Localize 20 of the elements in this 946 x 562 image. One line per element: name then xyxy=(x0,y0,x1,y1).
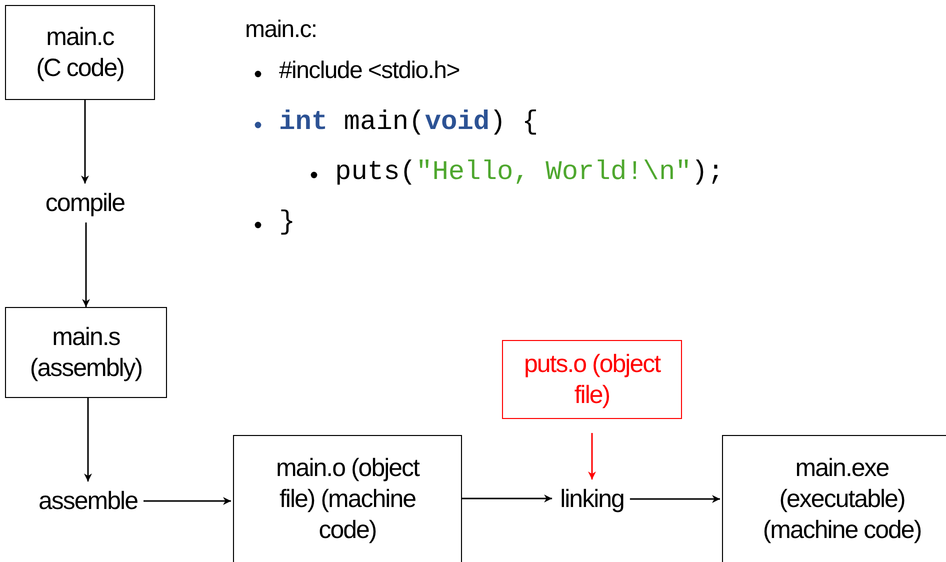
text-line: main.c: xyxy=(245,16,317,44)
code-line: int main(void) { xyxy=(279,108,538,138)
code-line: } xyxy=(279,208,296,238)
source-file-box: main.c (C code) xyxy=(5,5,155,100)
code-line: puts("Hello, World!\n"); xyxy=(335,158,724,188)
library-file-box: puts.o (object file) xyxy=(502,340,682,419)
arrow xyxy=(462,494,552,502)
arrow xyxy=(82,222,90,307)
arrow xyxy=(144,497,231,505)
arrow xyxy=(84,398,92,482)
step-label: linking xyxy=(534,476,650,522)
arrow xyxy=(588,433,596,480)
step-label: compile xyxy=(20,180,150,226)
source-file-box: main.s (assembly) xyxy=(5,307,167,398)
arrow xyxy=(630,495,720,503)
arrow xyxy=(81,100,89,184)
executable-file-box: main.exe (executable) (machine code) xyxy=(722,435,946,562)
text-line: #include <stdio.h> xyxy=(279,57,460,85)
object-file-box: main.o (object file) (machine code) xyxy=(233,435,462,562)
step-label: assemble xyxy=(18,478,158,524)
